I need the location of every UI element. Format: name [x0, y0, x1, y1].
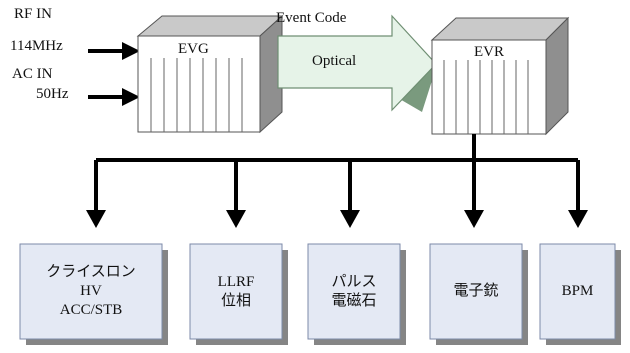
device-boxes	[19, 243, 616, 340]
rf-input-arrow	[88, 42, 140, 60]
ac-in-label: AC IN	[12, 66, 53, 82]
device-llrf-line-1: LLRF	[217, 273, 255, 290]
device-electron-gun: 電子銃	[430, 244, 522, 339]
device-klystron-line-1: クライスロン	[46, 264, 136, 280]
evr-rack	[430, 16, 570, 136]
event-code-label: Event Code	[276, 10, 347, 26]
evg-rack	[136, 14, 284, 134]
device-electron-gun-line-1: 電子銃	[453, 283, 499, 299]
device-pulse-magnet: パルス 電磁石	[308, 244, 400, 339]
device-klystron-line-2: HV	[80, 283, 102, 299]
device-bpm-line-1: BPM	[561, 283, 594, 299]
device-llrf: LLRF 位相	[190, 244, 282, 339]
device-bpm: BPM	[540, 244, 615, 339]
device-pulse-magnet-line-1: パルス	[331, 273, 377, 290]
distribution-bus	[94, 134, 580, 214]
evr-label: EVR	[474, 44, 504, 60]
device-klystron: クライスロン HV ACC/STB	[20, 244, 162, 339]
evg-label: EVG	[178, 41, 209, 57]
device-pulse-magnet-line-2: 電磁石	[331, 292, 377, 309]
distribution-arrowheads	[86, 210, 588, 228]
device-klystron-line-3: ACC/STB	[59, 302, 123, 318]
ac-input-arrow	[88, 88, 140, 106]
device-llrf-line-2: 位相	[220, 292, 251, 309]
optical-link-arrow	[277, 14, 437, 112]
ac-frequency-label: 50Hz	[36, 86, 69, 102]
rf-in-label: RF IN	[14, 6, 52, 22]
rf-frequency-label: 114MHz	[10, 38, 63, 54]
optical-label: Optical	[312, 53, 357, 69]
